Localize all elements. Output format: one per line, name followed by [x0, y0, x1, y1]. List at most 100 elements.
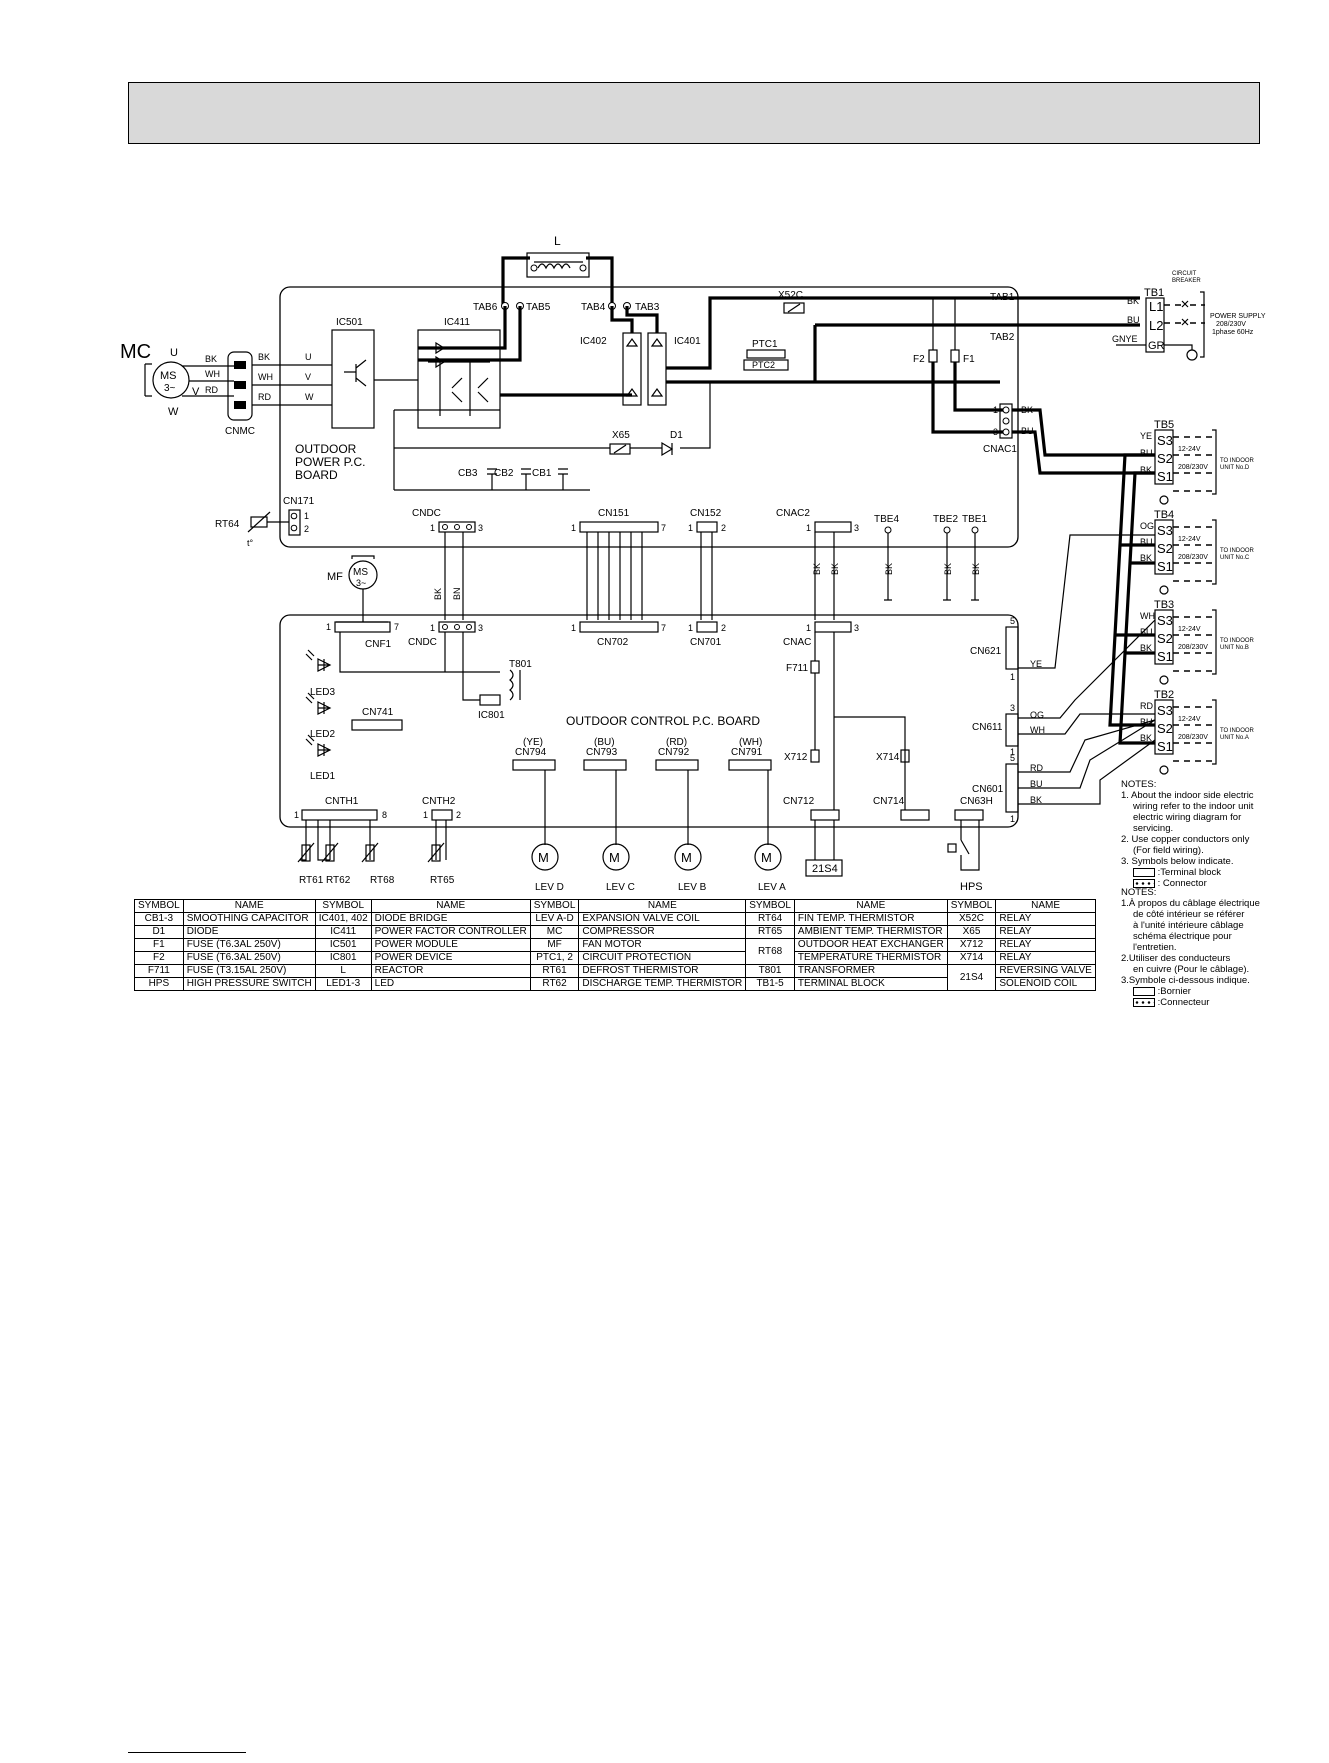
svg-text:BK: BK	[1140, 733, 1152, 743]
svg-text:TAB6: TAB6	[473, 302, 498, 313]
svg-text:S2: S2	[1157, 721, 1173, 736]
svg-text:F1: F1	[963, 354, 975, 365]
svg-text:CNDC: CNDC	[408, 637, 437, 648]
svg-text:TAB4: TAB4	[581, 302, 606, 313]
svg-text:W: W	[305, 392, 314, 402]
svg-text:YE: YE	[1140, 431, 1152, 441]
svg-text:RT61: RT61	[299, 875, 324, 886]
svg-text:BK: BK	[1127, 296, 1139, 306]
svg-text:M: M	[538, 850, 549, 865]
svg-text:WH: WH	[1030, 725, 1045, 735]
svg-text:CB3: CB3	[458, 468, 478, 479]
svg-text:S1: S1	[1157, 559, 1173, 574]
svg-text:208/230V: 208/230V	[1178, 464, 1208, 471]
svg-text:1: 1	[430, 623, 435, 633]
svg-text:S3: S3	[1157, 703, 1173, 718]
svg-text:CN712: CN712	[783, 796, 815, 807]
svg-text:BK: BK	[1140, 553, 1152, 563]
svg-text:WH: WH	[1140, 611, 1155, 621]
svg-text:L2: L2	[1149, 318, 1163, 333]
svg-text:BOARD: BOARD	[295, 468, 338, 482]
x52c-relay	[783, 302, 805, 314]
svg-text:S3: S3	[1157, 523, 1173, 538]
svg-text:POWER SUPPLY: POWER SUPPLY	[1210, 313, 1266, 320]
svg-text:TB3: TB3	[1154, 599, 1174, 611]
svg-text:CN791: CN791	[731, 747, 763, 758]
svg-text:F711: F711	[786, 663, 808, 674]
svg-text:X712: X712	[784, 752, 808, 763]
svg-text:L: L	[554, 234, 561, 248]
svg-text:7: 7	[394, 622, 399, 632]
svg-text:1: 1	[806, 523, 811, 533]
svg-text:TAB2: TAB2	[990, 332, 1015, 343]
svg-text:MS: MS	[160, 370, 177, 382]
svg-text:1: 1	[423, 810, 428, 820]
svg-text:CN621: CN621	[970, 646, 1002, 657]
ic501-power-module	[331, 329, 375, 429]
control-board-label: OUTDOOR CONTROL P.C. BOARD	[566, 714, 760, 728]
svg-text:V: V	[192, 386, 200, 398]
svg-text:3: 3	[854, 523, 859, 533]
terminal-block-icon	[1133, 867, 1155, 877]
svg-text:IC411: IC411	[444, 317, 470, 328]
svg-text:RT64: RT64	[215, 519, 240, 530]
svg-text:BK: BK	[205, 354, 217, 364]
svg-text:8: 8	[382, 810, 387, 820]
svg-text:208/230V: 208/230V	[1178, 734, 1208, 741]
svg-text:PTC2: PTC2	[752, 360, 775, 370]
svg-text:TB4: TB4	[1154, 509, 1174, 521]
notes-title: NOTES:	[1121, 887, 1157, 898]
svg-text:MS: MS	[353, 567, 368, 578]
svg-text:S3: S3	[1157, 433, 1173, 448]
ptc2	[743, 359, 789, 371]
reactor-l	[526, 252, 590, 278]
svg-text:UNIT No.B: UNIT No.B	[1220, 645, 1249, 651]
power-board-label: OUTDOOR	[295, 442, 357, 456]
wiring-diagram: OUTDOOR POWER P.C. BOARD L TAB6 TAB5 TAB…	[120, 234, 1266, 893]
mc-label: MC	[120, 341, 151, 363]
capacitors: CB3 CB2 CB1	[394, 468, 590, 491]
svg-text:RD: RD	[1030, 763, 1043, 773]
cnth2-connector	[431, 809, 453, 821]
svg-text:208/230V: 208/230V	[1178, 644, 1208, 651]
svg-text:RD: RD	[1140, 701, 1153, 711]
ic411-pfc	[417, 329, 501, 429]
power-board-outline	[279, 286, 1019, 548]
svg-text:LEV B: LEV B	[678, 882, 707, 893]
svg-text:CN702: CN702	[597, 637, 629, 648]
svg-text:S2: S2	[1157, 451, 1173, 466]
svg-text:1: 1	[688, 523, 693, 533]
lev-connectors: (YE)CN794 (BU)CN793 (RD)CN792 (WH)CN791 …	[512, 737, 786, 893]
svg-text:S1: S1	[1157, 649, 1173, 664]
svg-text:BK: BK	[1140, 465, 1152, 475]
svg-text:S2: S2	[1157, 631, 1173, 646]
reversing-valve-21s4	[805, 859, 843, 877]
svg-text:BU: BU	[1127, 315, 1140, 325]
svg-text:X52C: X52C	[778, 290, 803, 301]
svg-text:POWER P.C.: POWER P.C.	[295, 455, 365, 469]
svg-text:12-24V: 12-24V	[1178, 446, 1201, 453]
footer-rule	[128, 1752, 246, 1753]
svg-text:3: 3	[478, 523, 483, 533]
svg-text:S1: S1	[1157, 739, 1173, 754]
svg-text:TO INDOOR: TO INDOOR	[1220, 458, 1255, 464]
svg-text:IC501: IC501	[336, 317, 363, 328]
svg-text:3: 3	[854, 623, 859, 633]
svg-text:TB5: TB5	[1154, 419, 1174, 431]
svg-text:BU: BU	[1140, 537, 1153, 547]
svg-text:S1: S1	[1157, 469, 1173, 484]
svg-text:CNAC: CNAC	[783, 637, 811, 648]
svg-text:2: 2	[304, 524, 309, 534]
svg-text:GR: GR	[1148, 340, 1165, 352]
thermistors: RT61 RT62 RT68 RT65	[297, 842, 455, 886]
svg-text:LED3: LED3	[310, 687, 335, 698]
svg-text:1: 1	[430, 523, 435, 533]
